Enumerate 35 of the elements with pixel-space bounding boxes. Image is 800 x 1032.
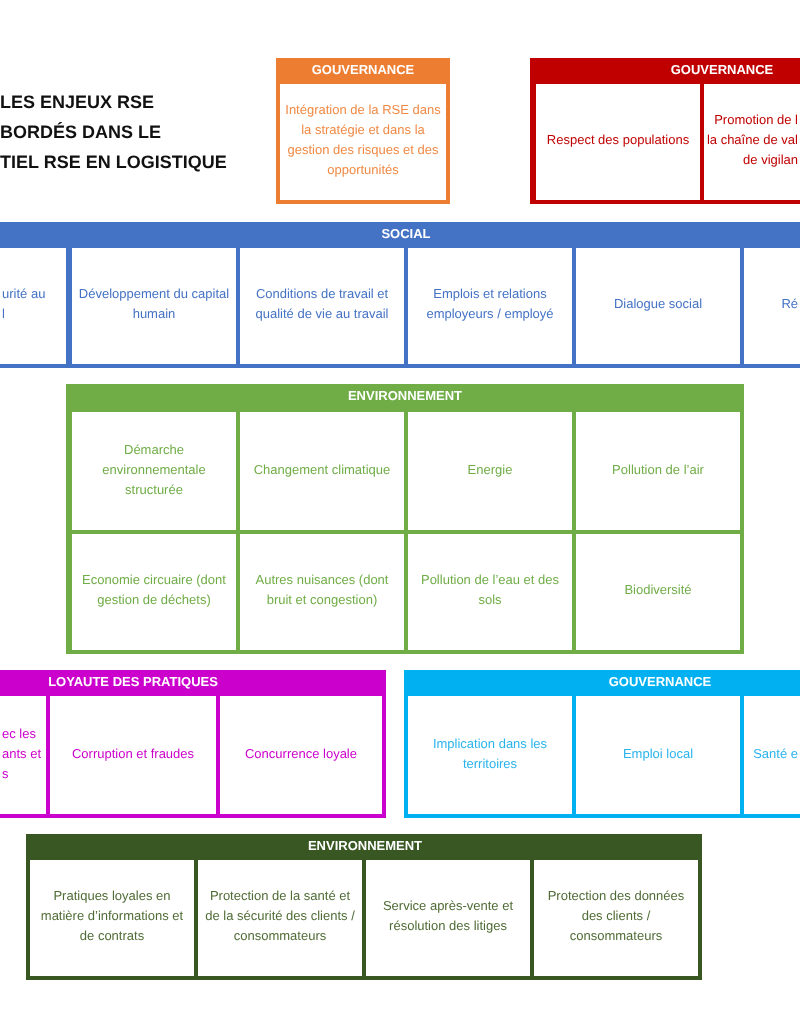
topic-cell (744, 248, 800, 364)
topic-cell (72, 534, 236, 650)
category-panel (530, 58, 800, 204)
topic-cell (536, 84, 700, 200)
topic-cell (704, 84, 800, 200)
topic-cell (744, 696, 800, 814)
category-panel (0, 670, 386, 818)
topic-cell (50, 696, 216, 814)
topic-cell (240, 248, 404, 364)
topic-cell (576, 696, 740, 814)
topic-cell (240, 534, 404, 650)
topic-cell (240, 412, 404, 530)
topic-cell (198, 860, 362, 976)
topic-cell (408, 534, 572, 650)
topic-cell (30, 860, 194, 976)
category-panel (26, 834, 702, 980)
topic-cell (576, 412, 740, 530)
topic-cell (280, 84, 446, 200)
category-panel (66, 384, 744, 654)
topic-cell (576, 534, 740, 650)
topic-cell (534, 860, 698, 976)
topic-cell (0, 248, 66, 364)
category-panel (276, 58, 450, 204)
topic-cell (72, 248, 236, 364)
topic-cell (366, 860, 530, 976)
topic-cell (220, 696, 382, 814)
topic-cell (0, 696, 46, 814)
topic-cell (408, 412, 572, 530)
category-panel (404, 670, 800, 818)
topic-cell (576, 248, 740, 364)
category-panel (0, 222, 800, 368)
title: LES ENJEUX RSE BORDÉS DANS LE TIEL RSE EN LOGISTIQUE (0, 90, 227, 176)
topic-cell (72, 412, 236, 530)
topic-cell (408, 248, 572, 364)
topic-cell (408, 696, 572, 814)
